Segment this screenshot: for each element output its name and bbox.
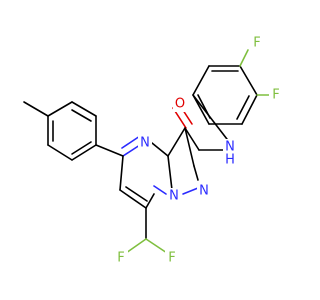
label-background [167, 188, 181, 204]
bond-double [193, 165, 199, 181]
label-background [197, 183, 211, 199]
bond-double [236, 95, 250, 120]
atom-label-layer: F F O N H N N N F F [114, 35, 283, 266]
label-background [223, 139, 237, 155]
bond [239, 49, 249, 67]
bond [167, 127, 186, 157]
fluorine-atom: F [117, 251, 124, 266]
bond [145, 193, 155, 209]
label-background [250, 35, 264, 51]
pyrimidine-nitrogen-atom: N [140, 136, 150, 151]
fluorine-atom: F [253, 36, 260, 51]
bond [119, 189, 147, 209]
bridgehead-nitrogen-atom: N [169, 189, 179, 204]
bond [182, 187, 199, 195]
bond [119, 155, 124, 191]
bond [241, 94, 258, 125]
label-background [173, 96, 187, 112]
bond [47, 144, 73, 161]
bond [184, 127, 195, 167]
fluorine-atom: F [168, 251, 175, 266]
bond [71, 101, 97, 117]
label-background [269, 87, 283, 103]
label-background [223, 152, 237, 168]
bond [95, 144, 124, 157]
bond [71, 144, 97, 161]
bond-double [71, 109, 92, 122]
bond [145, 238, 168, 254]
bond [23, 101, 49, 117]
label-background [165, 250, 179, 266]
bond [47, 101, 73, 117]
label-background [114, 250, 128, 266]
bond-double [125, 186, 148, 202]
chemical-structure: F F O N H N N N F F [23, 35, 283, 266]
bond-double [121, 135, 141, 149]
bond [192, 94, 210, 125]
amide-nitrogen-atom: N [225, 140, 235, 155]
bond-layer [23, 49, 275, 254]
bond [153, 185, 167, 195]
oxygen-atom: O [175, 97, 185, 112]
bond [184, 127, 200, 151]
fluorine-atom: F [272, 88, 279, 103]
label-background [138, 135, 152, 151]
amide-hydrogen-atom: H [225, 153, 235, 168]
bond [239, 65, 258, 96]
bond [167, 155, 173, 191]
bond [125, 238, 147, 254]
bond [192, 94, 231, 144]
bond [151, 142, 169, 157]
bond [192, 65, 210, 96]
pyrazole-nitrogen-atom: N [199, 184, 209, 199]
bond-double [71, 141, 92, 155]
